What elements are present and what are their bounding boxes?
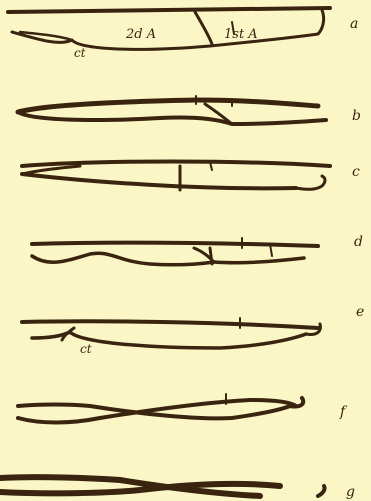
wing-diagram-b: [18, 96, 326, 124]
wing-diagram-a: 2d A 1st A ct: [8, 8, 330, 60]
row-label-e: e: [356, 304, 364, 320]
wing-diagram-c: [22, 162, 330, 191]
row-label-g: g: [346, 484, 355, 500]
row-label-f: f: [339, 404, 348, 420]
cross-vein-label-a: ct: [74, 46, 86, 60]
wing-diagram-f: [18, 394, 303, 423]
wing-diagram-g: [0, 477, 325, 496]
wing-diagram-d: [32, 238, 318, 265]
row-label-c: c: [352, 164, 360, 180]
second-anal-label: 2d A: [125, 27, 156, 42]
row-label-b: b: [352, 108, 361, 124]
wing-diagram-e: ct: [22, 318, 320, 356]
row-label-d: d: [354, 234, 363, 250]
cross-vein-label-e: ct: [80, 342, 92, 356]
row-label-a: a: [350, 16, 358, 32]
first-anal-label: 1st A: [224, 27, 258, 42]
